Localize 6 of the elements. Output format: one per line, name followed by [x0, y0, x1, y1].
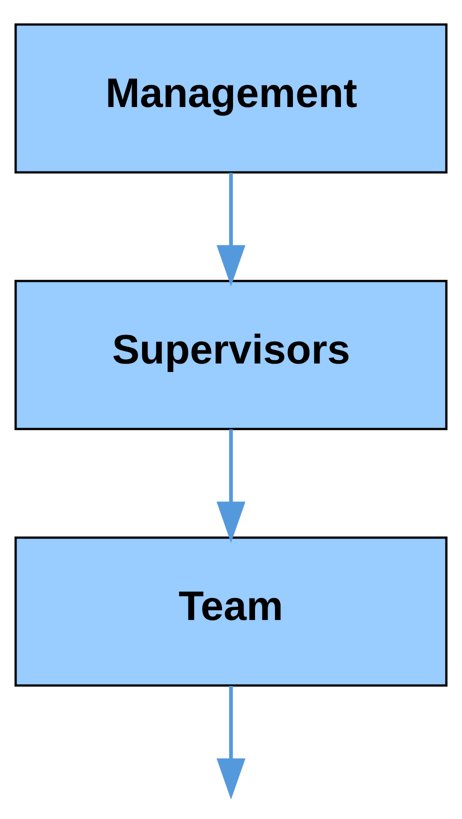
node-box: Management	[14, 22, 448, 174]
node-box: Team	[14, 536, 448, 686]
arrow	[216, 428, 246, 542]
node-box: Supervisors	[14, 279, 448, 430]
arrow	[216, 172, 246, 286]
arrow	[216, 685, 246, 800]
